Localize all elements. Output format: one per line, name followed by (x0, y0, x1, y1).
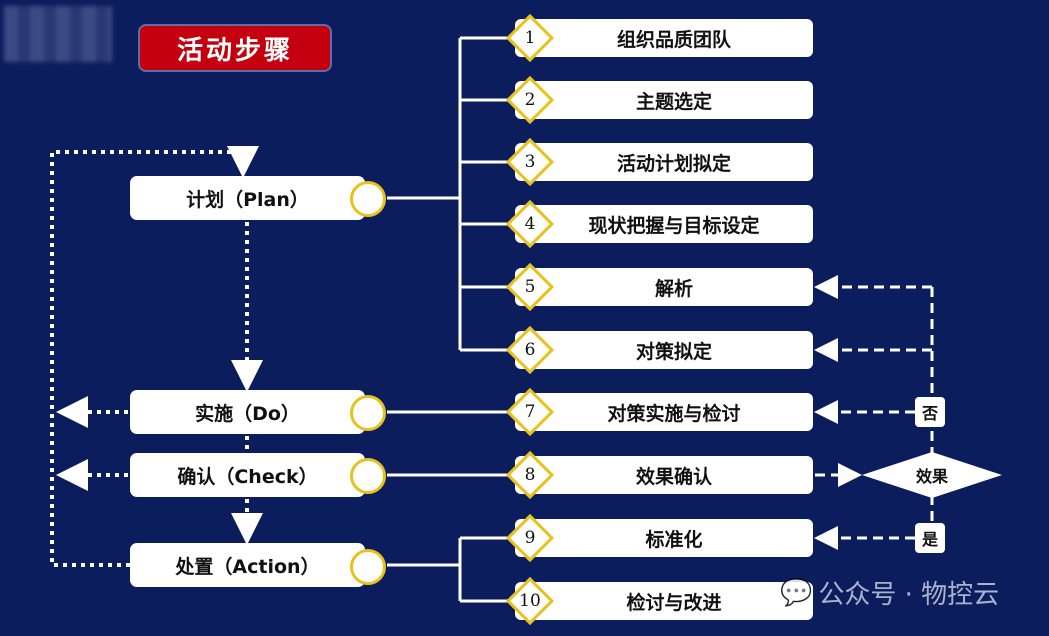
do-check-lines (387, 410, 515, 477)
step-box: 活动计划拟定 (515, 143, 813, 181)
step-box: 对策实施与检讨 (515, 393, 813, 431)
step-number: 9 (524, 528, 536, 548)
wechat-icon: 💬 (780, 577, 813, 608)
blurred-logo (4, 6, 112, 62)
page-title: 活动步骤 (138, 24, 332, 72)
yes-label: 是 (915, 523, 945, 553)
phase-do: 实施（Do） (130, 390, 365, 434)
action-connector-circle (350, 549, 386, 585)
step-box: 组织品质团队 (515, 19, 813, 57)
step-box: 检讨与改进 (515, 582, 813, 620)
step-box: 现状把握与目标设定 (515, 205, 813, 243)
step-number: 5 (524, 277, 536, 297)
step-number: 2 (524, 90, 536, 110)
do-connector-circle (350, 395, 386, 431)
step-box: 效果确认 (515, 456, 813, 494)
phase-action: 处置（Action） (130, 543, 365, 587)
phase-check: 确认（Check） (130, 453, 365, 497)
step-box: 标准化 (515, 519, 813, 557)
plan-bracket (387, 36, 515, 352)
step-number: 3 (524, 152, 536, 172)
step-number: 10 (519, 591, 541, 611)
step-number: 4 (524, 214, 536, 234)
check-connector-circle (350, 458, 386, 494)
step-box: 对策拟定 (515, 331, 813, 369)
effect-decision-diamond (862, 452, 1002, 498)
step-box: 主题选定 (515, 81, 813, 119)
phase-plan: 计划（Plan） (130, 176, 365, 220)
action-bracket (387, 536, 515, 603)
no-label: 否 (915, 397, 945, 427)
pdca-loop-arrow (50, 146, 259, 567)
watermark: 💬公众号 · 物控云 (780, 577, 1000, 611)
effect-decision-label: 效果 (915, 467, 948, 486)
step-number: 6 (524, 340, 536, 360)
step-number: 7 (524, 402, 536, 422)
step-number: 1 (524, 28, 536, 48)
step-number: 8 (524, 465, 536, 485)
plan-connector-circle (350, 181, 386, 217)
step-box: 解析 (515, 268, 813, 306)
